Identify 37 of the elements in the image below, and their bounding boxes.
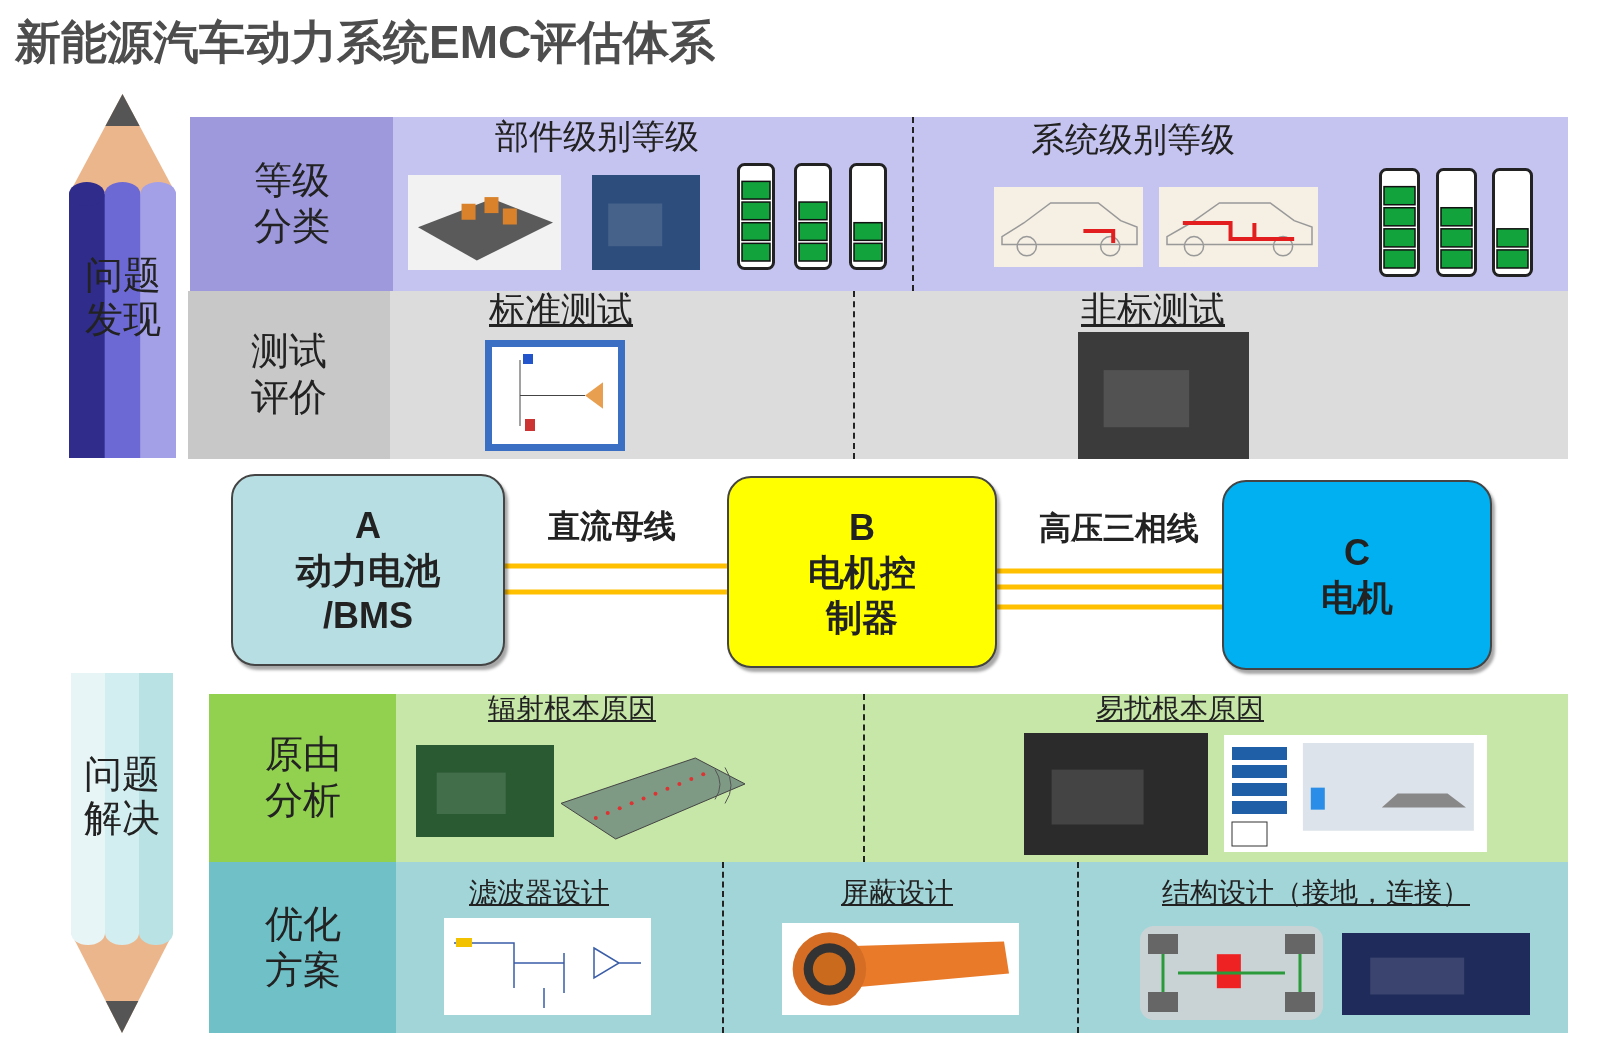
level-panel xyxy=(912,117,1568,291)
row-title: 等级分类 xyxy=(252,158,331,249)
section-heading: 滤波器设计 xyxy=(469,877,609,910)
component-letter: C xyxy=(1344,531,1370,575)
row-header xyxy=(209,862,396,1033)
section-heading: 系统级别等级 xyxy=(1031,120,1235,160)
page-title: 新能源汽车动力系统EMC评估体系 xyxy=(15,15,716,70)
row-header xyxy=(190,117,393,291)
analysis-panel xyxy=(396,694,863,862)
row-title: 原由分析 xyxy=(263,732,342,823)
component-box xyxy=(231,474,505,666)
section-heading: 标准测试 xyxy=(489,289,633,331)
solution-panel xyxy=(1077,862,1568,1033)
component-letter: A xyxy=(355,503,381,548)
component-box xyxy=(727,476,997,668)
section-heading: 非标测试 xyxy=(1081,289,1225,331)
section-heading: 屏蔽设计 xyxy=(841,877,953,910)
component-name: 电机 xyxy=(1320,576,1394,620)
row-header xyxy=(188,291,390,459)
solution-panel xyxy=(396,862,722,1033)
test-panel xyxy=(390,291,853,459)
component-box xyxy=(1222,480,1492,670)
component-name: 电机控制器 xyxy=(807,550,917,640)
row-header xyxy=(209,694,396,862)
solution-panel xyxy=(722,862,1077,1033)
pencil-label: 问题解决 xyxy=(83,753,161,841)
section-heading: 部件级别等级 xyxy=(495,117,699,157)
section-heading: 结构设计（接地，连接） xyxy=(1162,877,1470,910)
analysis-panel xyxy=(863,694,1568,862)
section-heading: 辐射根本原因 xyxy=(488,693,656,726)
row-title: 优化方案 xyxy=(263,901,342,993)
level-panel xyxy=(393,117,912,291)
component-letter: B xyxy=(849,505,875,550)
section-heading: 易扰根本原因 xyxy=(1096,693,1264,726)
row-title: 测试评价 xyxy=(250,329,328,420)
test-panel xyxy=(853,291,1568,459)
component-name: 动力电池 /BMS xyxy=(294,548,441,638)
